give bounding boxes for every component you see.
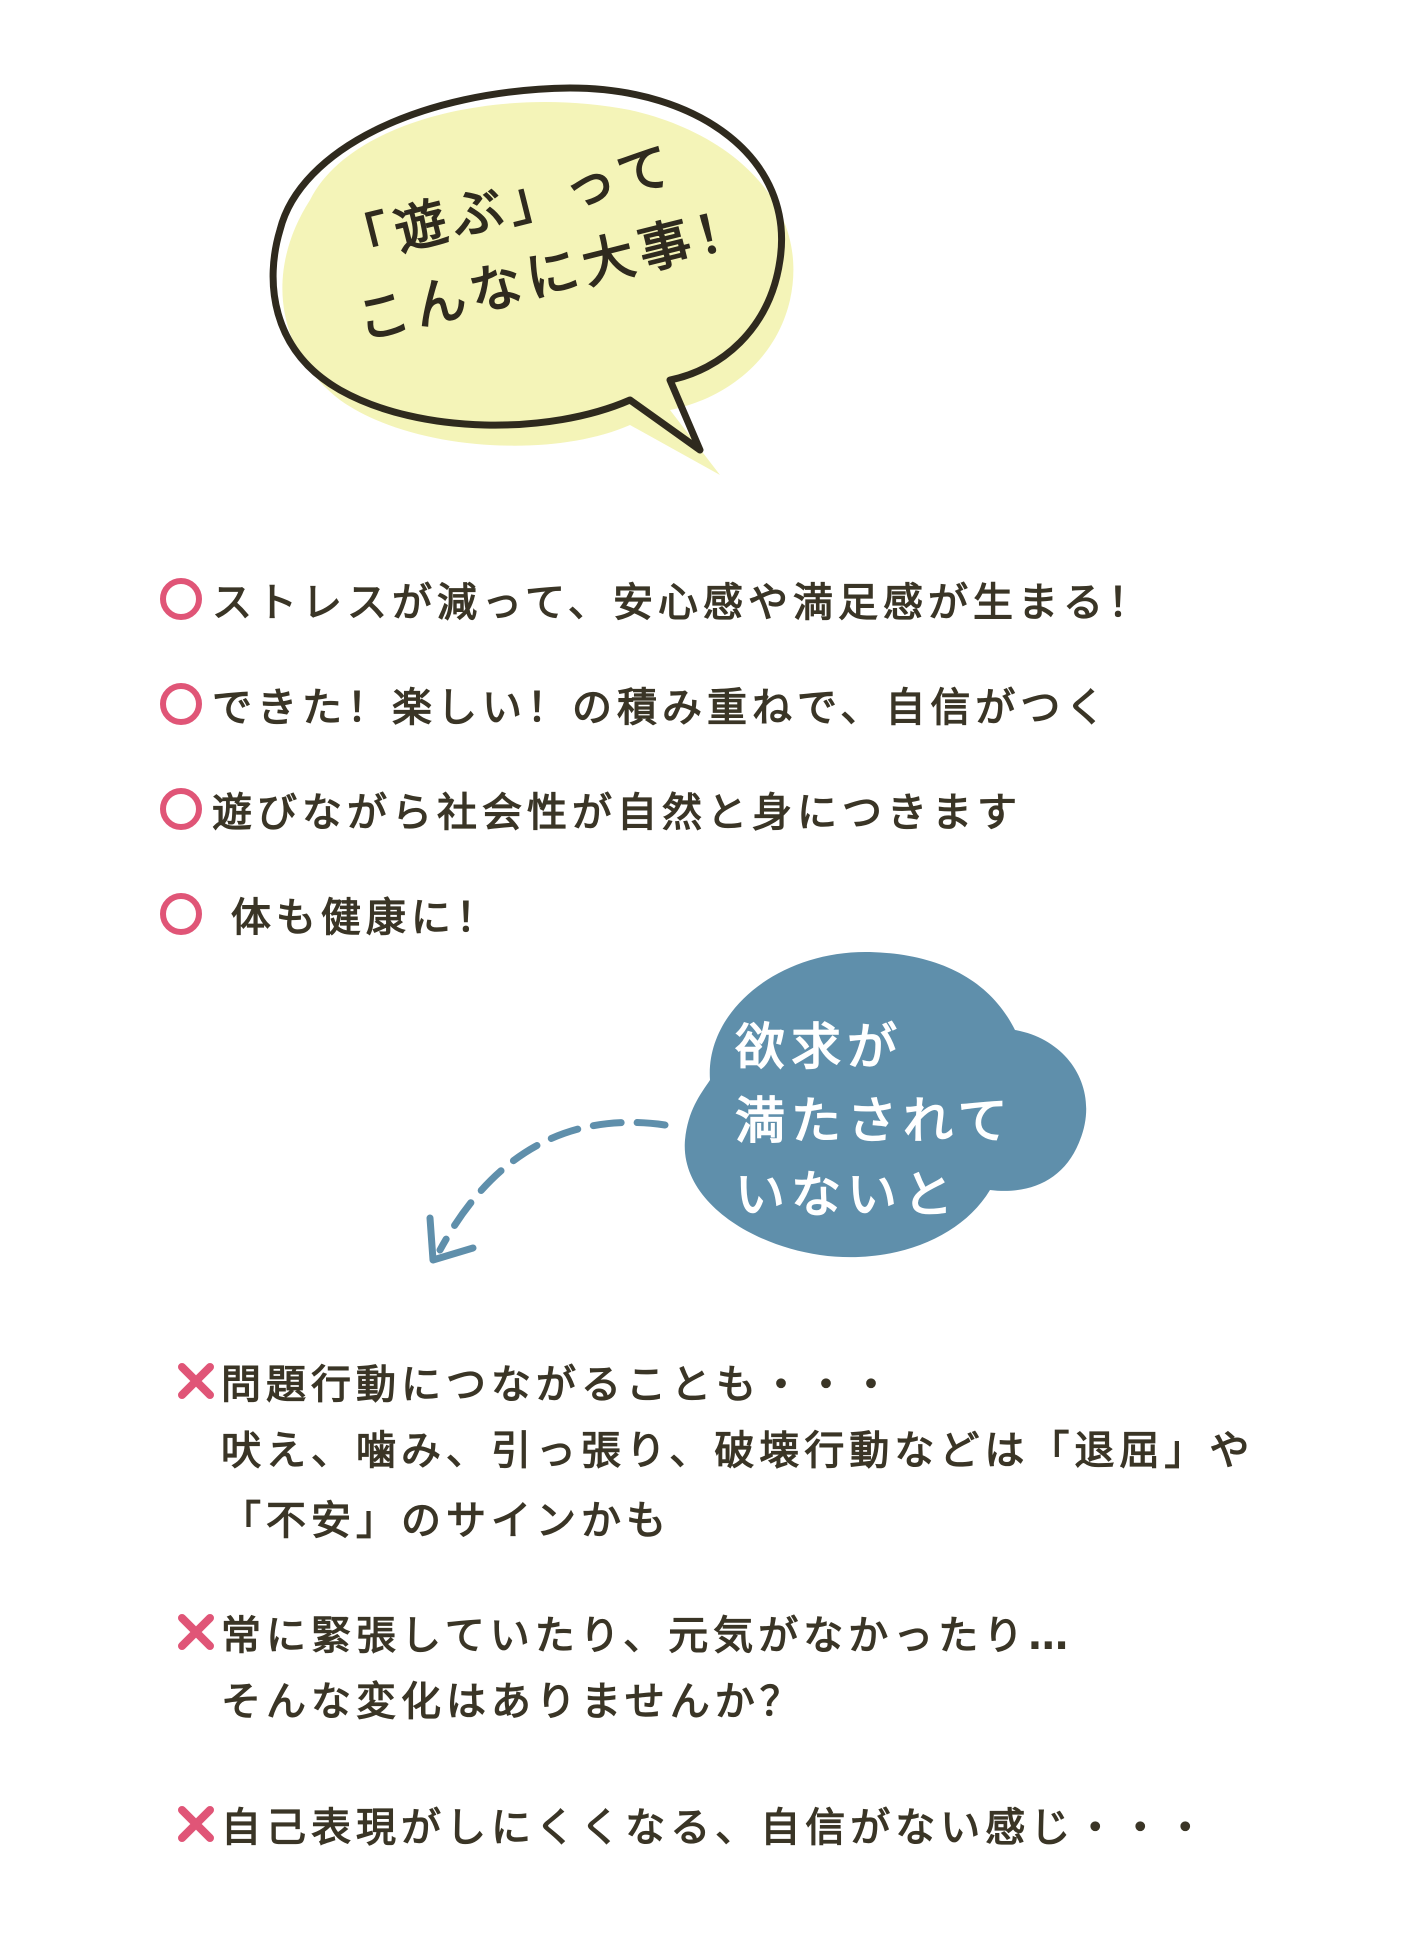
benefit-text: 体も健康に！ <box>212 895 501 941</box>
blob-line-2: 満たされて <box>735 1092 1014 1150</box>
benefit-item-1: ストレスが減って、安心感や満足感が生まる！ <box>160 570 1153 628</box>
concern-heading: 常に緊張していたり、元気がなかったり… <box>221 1613 1074 1659</box>
benefit-item-2: できた！楽しい！の積み重ねで、自信がつく <box>160 675 1110 733</box>
blob-text: 欲求が 満たされて いないと <box>735 1010 1014 1232</box>
cross-icon <box>178 1363 214 1399</box>
cross-icon <box>178 1614 214 1650</box>
dashed-arrow-icon <box>426 1118 669 1264</box>
blob-line-3: いないと <box>735 1166 959 1224</box>
circle-icon <box>160 893 202 935</box>
blob-line-1: 欲求が <box>735 1018 903 1076</box>
speech-bubble <box>269 84 794 476</box>
concern-sub-2: 「不安」のサインかも <box>221 1498 671 1544</box>
benefit-text: できた！楽しい！の積み重ねで、自信がつく <box>212 685 1111 731</box>
concern-heading: 自己表現がしにくくなる、自信がない感じ・・・ <box>221 1805 1211 1851</box>
circle-icon <box>160 578 202 620</box>
arrow-curve <box>436 1118 669 1254</box>
arrow-head <box>426 1214 477 1264</box>
speech-bubble-fill <box>282 102 794 476</box>
benefit-text: 遊びながら社会性が自然と身につきます <box>212 790 1022 836</box>
concern-item-3: 自己表現がしにくくなる、自信がない感じ・・・ <box>175 1795 1210 1853</box>
concern-sub-1: そんな変化はありませんか？ <box>221 1679 805 1725</box>
circle-icon <box>160 788 202 830</box>
blue-blob <box>684 951 1087 1258</box>
concern-item-2: 常に緊張していたり、元気がなかったり… そんな変化はありませんか？ <box>175 1603 1073 1737</box>
cross-icon <box>178 1806 214 1842</box>
speech-bubble-outline <box>269 84 785 454</box>
concern-item-1: 問題行動につながることも・・・ 吠え、噛み、引っ張り、破壊行動などは「退屈」や … <box>175 1352 1254 1556</box>
benefit-item-3: 遊びながら社会性が自然と身につきます <box>160 780 1022 838</box>
blob-shape <box>684 951 1087 1258</box>
concern-heading: 問題行動につながることも・・・ <box>221 1362 896 1408</box>
concern-sub-1: 吠え、噛み、引っ張り、破壊行動などは「退屈」や <box>221 1428 1255 1474</box>
benefit-text: ストレスが減って、安心感や満足感が生まる！ <box>212 580 1153 626</box>
circle-icon <box>160 683 202 725</box>
benefit-item-4: 体も健康に！ <box>160 885 501 943</box>
